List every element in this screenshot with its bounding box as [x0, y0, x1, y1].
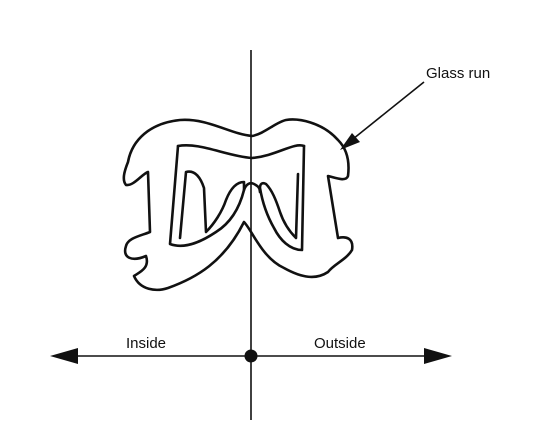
glass-run-outer-contour	[122, 118, 354, 292]
glass-run-inner-arch	[176, 143, 306, 160]
origin-point	[244, 349, 258, 363]
glass-run-left-channel	[168, 144, 246, 248]
inside-label: Inside	[126, 335, 166, 352]
callout-leader-line	[347, 81, 425, 144]
left-arrowhead	[50, 348, 78, 364]
callout-arrowhead	[340, 133, 360, 150]
glass-run-profile	[122, 118, 354, 292]
glass-run-center-lips	[242, 181, 262, 194]
outside-label: Outside	[314, 335, 366, 352]
right-arrowhead	[424, 348, 452, 364]
glass-run-label: Glass run	[426, 65, 490, 82]
glass-run-right-channel	[258, 144, 306, 252]
